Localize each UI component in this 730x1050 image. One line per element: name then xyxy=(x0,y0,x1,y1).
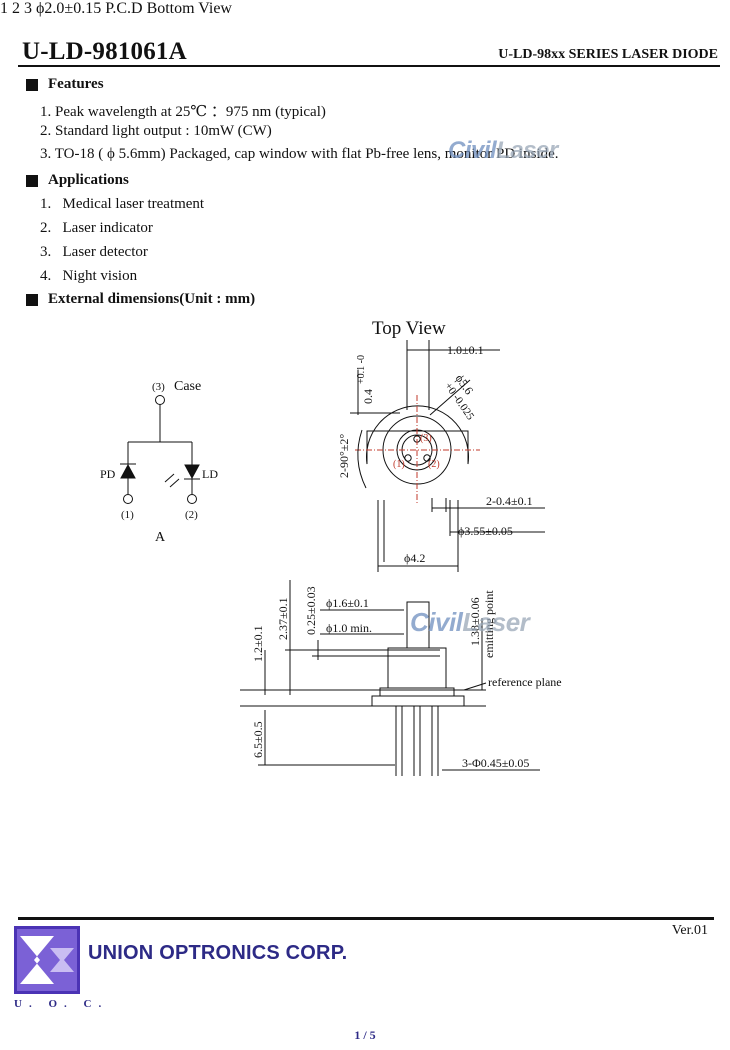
svg-text:emitting point: emitting point xyxy=(482,590,496,658)
svg-text:LD: LD xyxy=(202,467,218,481)
application-item: 4. Night vision xyxy=(40,268,138,284)
version-label: Ver.01 xyxy=(671,923,708,938)
svg-text:2-0.4±0.1: 2-0.4±0.1 xyxy=(486,494,533,508)
bottom-flange-outline: 1 2 3 ϕ2.0±0.15 P.C.D Bottom View xyxy=(0,0,232,17)
uoc-logo-icon xyxy=(14,926,80,994)
top-view-drawing: Top View (3) (1) (2) 1.0±0.1 ϕ5.6 +0 -0.… xyxy=(337,318,545,572)
pd-terminal xyxy=(123,494,133,504)
svg-text:1.38±0.06: 1.38±0.06 xyxy=(468,597,482,646)
laser-diode-icon xyxy=(184,464,200,480)
bottom-view-title: Bottom View xyxy=(146,0,232,17)
svg-text:ϕ1.6±0.1: ϕ1.6±0.1 xyxy=(326,596,369,610)
square-bullet-icon xyxy=(26,174,38,187)
ld-terminal xyxy=(187,494,197,504)
logo-text: U. O. C. xyxy=(14,998,109,1010)
svg-text:(2): (2) xyxy=(185,509,198,521)
svg-text:1.2±0.1: 1.2±0.1 xyxy=(251,625,265,662)
svg-text:0.4: 0.4 xyxy=(361,389,375,404)
svg-text:1.0±0.1: 1.0±0.1 xyxy=(447,343,484,357)
svg-text:2.37±0.1: 2.37±0.1 xyxy=(276,597,290,640)
svg-text:Case: Case xyxy=(174,379,201,394)
applications-heading: Applications xyxy=(26,172,129,189)
flange-body xyxy=(371,695,465,707)
dimensions-heading: External dimensions(Unit : mm) xyxy=(26,291,255,308)
feature-item-1: 1. Peak wavelength at 25℃ ：975 nm (typic… xyxy=(40,104,326,120)
svg-text:6.5±0.5: 6.5±0.5 xyxy=(251,721,265,758)
footer-rule xyxy=(18,917,714,920)
document-title: U-LD-981061A xyxy=(22,38,187,65)
feature-item-3: 3. TO-18 ( ϕ 5.6mm) Packaged, cap window… xyxy=(40,146,559,162)
svg-text:ϕ3.55±0.05: ϕ3.55±0.05 xyxy=(458,524,513,538)
svg-text:2-90°±2°: 2-90°±2° xyxy=(337,434,351,478)
application-item: 3. Laser detector xyxy=(40,244,148,260)
photodiode-icon xyxy=(120,463,136,479)
svg-text:(3): (3) xyxy=(152,381,165,393)
dimension-drawings: (3) Case PD LD (1) (2) A Top View (3) (1… xyxy=(100,318,562,776)
svg-text:(1): (1) xyxy=(393,459,405,470)
svg-text:A: A xyxy=(155,530,166,545)
svg-text:PD: PD xyxy=(100,467,116,481)
circuit-schematic: (3) Case PD LD (1) (2) A xyxy=(100,379,218,545)
bottom-view-drawing: 1 2 3 ϕ2.0±0.15 P.C.D Bottom View xyxy=(0,0,232,17)
svg-text:(2): (2) xyxy=(428,459,440,470)
features-heading: Features xyxy=(26,76,104,93)
svg-text:0.25±0.03: 0.25±0.03 xyxy=(304,586,318,635)
header-rule xyxy=(18,65,720,67)
watermark-logo: CivilLaser xyxy=(448,137,558,164)
svg-text:reference plane: reference plane xyxy=(488,675,562,689)
svg-text:+0.1 -0: +0.1 -0 xyxy=(356,355,367,384)
svg-text:(3): (3) xyxy=(420,433,432,444)
square-bullet-icon xyxy=(26,78,38,91)
square-bullet-icon xyxy=(26,293,38,306)
application-item: 2. Laser indicator xyxy=(40,220,153,236)
svg-text:ϕ1.0 min.: ϕ1.0 min. xyxy=(326,621,372,635)
cap-body xyxy=(387,647,447,689)
application-item: 1. Medical laser treatment xyxy=(40,196,205,212)
case-terminal xyxy=(155,395,165,405)
page-number: 1 / 5 xyxy=(354,1028,376,1042)
company-name: UNION OPTRONICS CORP. xyxy=(88,942,348,964)
top-view-title: Top View xyxy=(372,318,446,339)
series-label: U-LD-98xx SERIES LASER DIODE xyxy=(498,47,718,62)
feature-item-2: 2. Standard light output : 10mW (CW) xyxy=(40,123,272,139)
side-view-drawing: reference plane 2.37±0.1 0.25±0.03 1.2±0… xyxy=(240,580,562,776)
svg-text:ϕ4.2: ϕ4.2 xyxy=(404,551,425,565)
flange-outline xyxy=(366,405,469,465)
svg-text:(1): (1) xyxy=(121,509,134,521)
watermark-logo: CivilLaser xyxy=(410,607,530,637)
svg-text:3-Φ0.45±0.05: 3-Φ0.45±0.05 xyxy=(462,756,529,770)
